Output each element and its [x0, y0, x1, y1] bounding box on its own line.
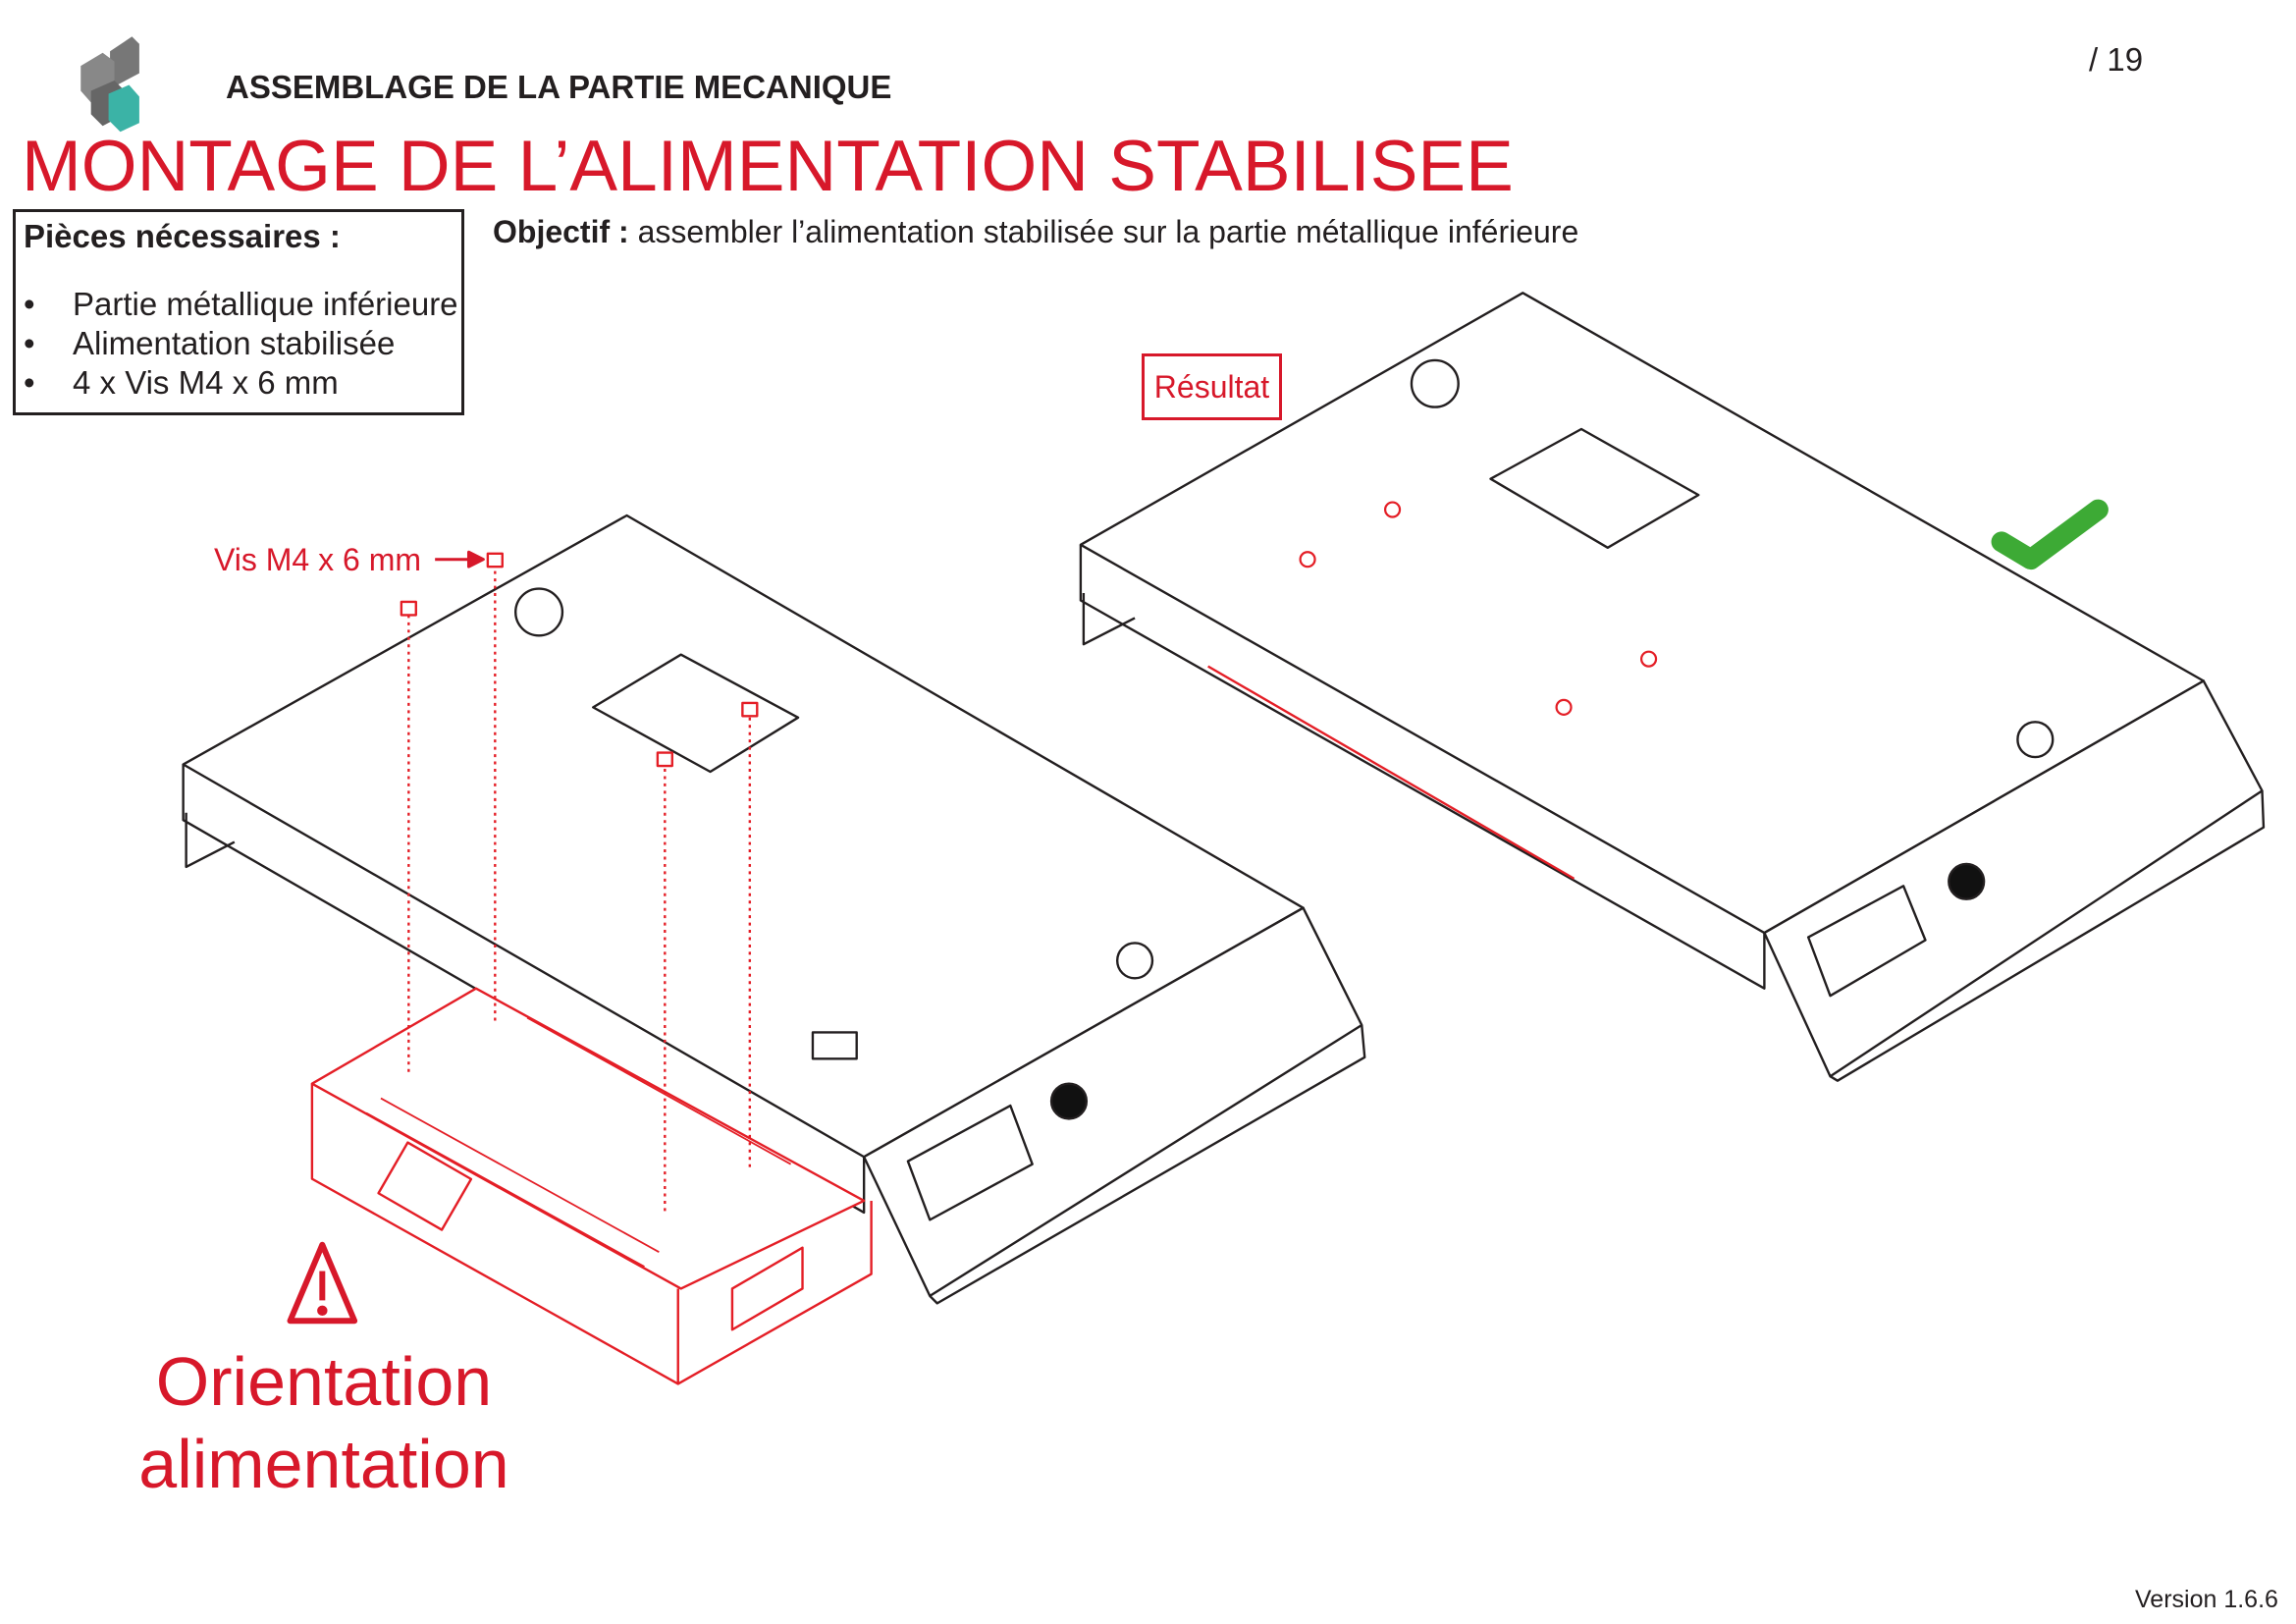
part-item: Partie métallique inférieure [24, 285, 458, 324]
warning-icon [287, 1241, 358, 1325]
result-label: Résultat [1142, 353, 1282, 420]
logo [80, 36, 139, 133]
objective-text: assembler l’alimentation stabilisée sur … [628, 214, 1579, 249]
power-supply [310, 552, 873, 1385]
lower-metal-part-result [1079, 292, 2266, 1082]
lower-metal-part-exploded [182, 514, 1366, 1305]
check-icon [1991, 499, 2109, 570]
version: Version 1.6.6 [2135, 1586, 2278, 1613]
objective: Objectif : assembler l’alimentation stab… [493, 214, 1578, 250]
orientation-warning: Orientation alimentation [118, 1340, 530, 1505]
orientation-line2: alimentation [138, 1426, 509, 1502]
part-item: 4 x Vis M4 x 6 mm [24, 363, 454, 403]
page-number: / 19 [2089, 41, 2144, 78]
screw-positions [1299, 501, 1658, 716]
parts-heading: Pièces nécessaires : [24, 218, 341, 254]
section-header: ASSEMBLAGE DE LA PARTIE MECANIQUE [226, 69, 892, 105]
orientation-line1: Orientation [155, 1343, 493, 1420]
screw-arrow [435, 550, 485, 568]
objective-label: Objectif : [493, 214, 629, 249]
screw-label: Vis M4 x 6 mm [214, 542, 421, 577]
page-title: MONTAGE DE L’ALIMENTATION STABILISEE [22, 127, 1514, 206]
parts-box: Pièces nécessaires : Partie métallique i… [13, 209, 464, 415]
part-item: Alimentation stabilisée [24, 324, 454, 363]
